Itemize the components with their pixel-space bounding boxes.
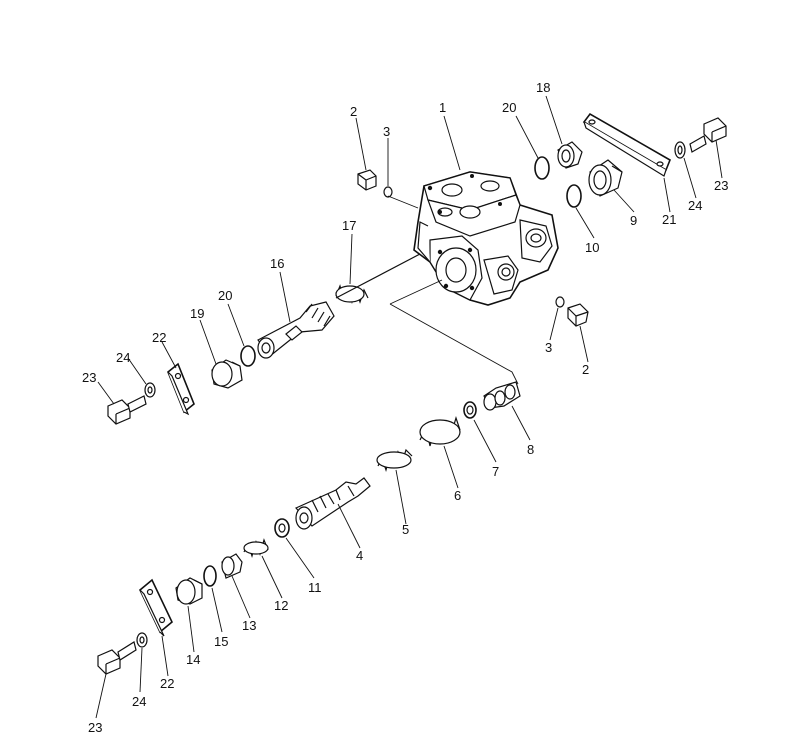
callout-20: 20 (218, 288, 232, 303)
plug-19 (211, 359, 243, 389)
callout-2: 2 (582, 362, 589, 377)
callout-23: 23 (714, 178, 728, 193)
callout-2: 2 (350, 104, 357, 119)
callout-15: 15 (214, 634, 228, 649)
bolt-23-bottom (97, 641, 137, 675)
piston-13 (221, 553, 243, 579)
washer-24-mid (144, 382, 156, 398)
callout-5: 5 (402, 522, 409, 537)
plate-22-bottom (139, 578, 173, 637)
callout-24: 24 (688, 198, 702, 213)
plate-21 (582, 112, 672, 177)
plug-18 (557, 141, 583, 169)
callout-1: 1 (439, 100, 446, 115)
callout-8: 8 (527, 442, 534, 457)
callout-6: 6 (454, 488, 461, 503)
callout-12: 12 (274, 598, 288, 613)
callout-20: 20 (502, 100, 516, 115)
callout-23: 23 (82, 370, 96, 385)
o-ring-10 (566, 184, 582, 208)
valve-body (413, 171, 559, 306)
spool-4 (295, 477, 371, 530)
callout-23: 23 (88, 720, 102, 735)
plug-2-right (567, 303, 589, 327)
callout-3: 3 (545, 340, 552, 355)
ring-7 (463, 401, 477, 419)
callout-16: 16 (270, 256, 284, 271)
callout-24: 24 (116, 350, 130, 365)
leader-lines (95, 95, 723, 719)
plug-9 (588, 159, 623, 197)
spring-5 (376, 448, 413, 473)
spool-16 (257, 253, 421, 359)
callout-3: 3 (383, 124, 390, 139)
plug-2-top (357, 169, 377, 191)
callout-19: 19 (190, 306, 204, 321)
ring-11 (274, 518, 290, 538)
o-ring-3-right (555, 296, 565, 308)
bolt-23-mid (107, 395, 147, 425)
spring-17 (335, 284, 369, 305)
plate-22-mid (167, 362, 195, 416)
callout-4: 4 (356, 548, 363, 563)
o-ring-20-left (240, 345, 256, 367)
bolt-23-right (689, 117, 727, 153)
o-ring-15 (203, 565, 217, 587)
washer-24-bottom (136, 632, 148, 648)
callout-14: 14 (186, 652, 200, 667)
callout-18: 18 (536, 80, 550, 95)
washer-24-right (674, 141, 686, 159)
spring-12 (243, 538, 269, 559)
callout-24: 24 (132, 694, 146, 709)
o-ring-20-right (534, 156, 550, 180)
callout-10: 10 (585, 240, 599, 255)
o-ring-3-top (383, 186, 393, 198)
callout-17: 17 (342, 218, 356, 233)
retainer-8 (483, 381, 521, 411)
callout-9: 9 (630, 213, 637, 228)
callout-22: 22 (160, 676, 174, 691)
callout-labels: 1 2 3 20 18 10 9 21 24 23 3 2 17 16 20 1… (82, 80, 728, 735)
callout-13: 13 (242, 618, 256, 633)
callout-21: 21 (662, 212, 676, 227)
spring-6 (419, 416, 461, 447)
callout-11: 11 (308, 580, 322, 595)
plug-14 (175, 577, 203, 605)
callout-22: 22 (152, 330, 166, 345)
callout-7: 7 (492, 464, 499, 479)
